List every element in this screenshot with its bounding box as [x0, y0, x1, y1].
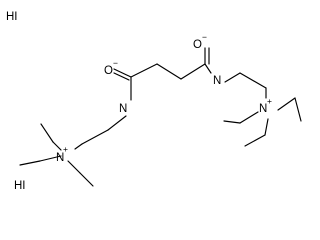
bond-nplus-right-ethyl2-a	[277, 97, 296, 111]
oxygen-right-charge: −	[202, 32, 207, 42]
bond-ch2-ch2-left	[81, 129, 109, 145]
bond-nplus-left-ethyl2-b	[19, 160, 41, 166]
atom-labels: O − O − N N N + N +	[56, 32, 272, 164]
bond-co-left-double	[113, 72, 130, 81]
bond-nplus-right-ethyl3-a	[264, 118, 269, 136]
counterion-label-bottom: HI	[14, 180, 26, 192]
bond-nplus-right-ethyl3-b	[244, 134, 266, 147]
bond-c-c-2	[156, 63, 182, 80]
bond-ch2-n-left	[74, 143, 83, 150]
bond-nplus-right-ethyl1-a	[239, 111, 259, 124]
bond-n-ch2-left	[107, 115, 127, 131]
bond-cn-right	[204, 63, 212, 74]
bond-c-c-1	[130, 63, 158, 78]
bond-skeleton	[19, 47, 302, 187]
bond-c-c-3	[180, 63, 206, 80]
bond-nplus-left-ethyl1-a	[52, 141, 62, 151]
nitrogen-ammonium-left-label: N	[56, 152, 64, 164]
bond-nplus-right-ethyl2-b	[294, 97, 302, 122]
oxygen-right-label: O	[193, 39, 202, 51]
bond-nplus-left-ethyl3-a	[67, 160, 81, 174]
bond-ch2-ch2-right	[239, 72, 267, 89]
nitrogen-amide-left-label: N	[119, 103, 127, 115]
bond-nplus-left-ethyl1-b	[40, 123, 54, 143]
nitrogen-ammonium-left-charge: +	[63, 144, 68, 154]
counterion-label-top: HI	[6, 11, 18, 23]
bond-co-left	[113, 68, 132, 78]
nitrogen-amide-right-label: N	[213, 75, 221, 87]
bond-nplus-left-ethyl3-b	[79, 172, 94, 187]
nitrogen-ammonium-right-label: N	[259, 103, 267, 115]
oxygen-left-label: O	[104, 65, 113, 77]
bond-nplus-left-ethyl2-a	[39, 155, 62, 162]
bond-nplus-right-ethyl1-b	[223, 120, 241, 124]
oxygen-left-charge: −	[113, 58, 118, 68]
bond-n-ch2-right	[224, 72, 241, 83]
nitrogen-ammonium-right-charge: +	[267, 96, 272, 106]
